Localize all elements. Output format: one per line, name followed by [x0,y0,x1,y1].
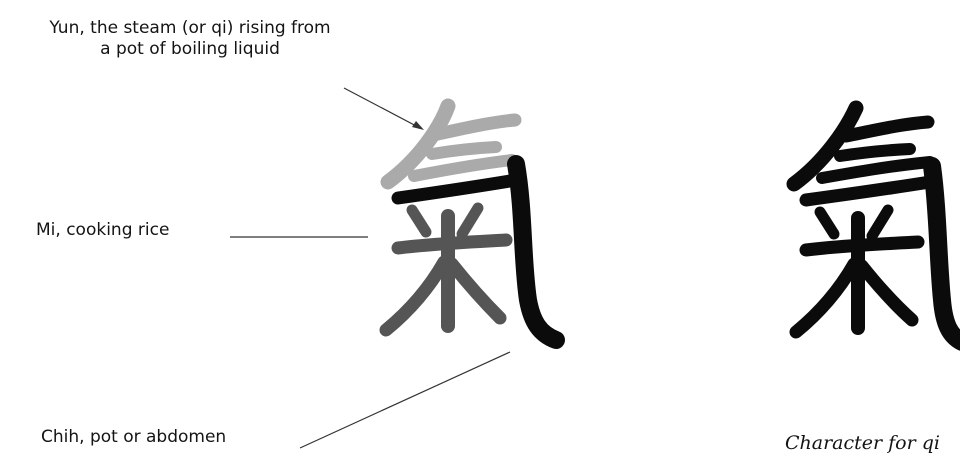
mi-component [379,202,513,337]
yun-leader-arrowhead [412,121,424,130]
chih-label: Chih, pot or abdomen [41,427,227,447]
chih-leader-line [299,351,511,449]
yun-component [380,98,522,190]
full-character [786,100,960,351]
yun-leader-line [343,87,421,129]
yun-label: Yun, the steam (or qi) rising from a pot… [4,18,376,60]
character-caption: Character for qi [785,432,940,454]
chih-component [391,155,565,349]
mi-label: Mi, cooking rice [36,220,170,240]
yun-label-line-1: Yun, the steam (or qi) rising from [49,18,331,38]
yun-label-line-2: a pot of boiling liquid [100,39,280,59]
decomposed-character [379,98,565,349]
leader-lines [230,87,511,449]
